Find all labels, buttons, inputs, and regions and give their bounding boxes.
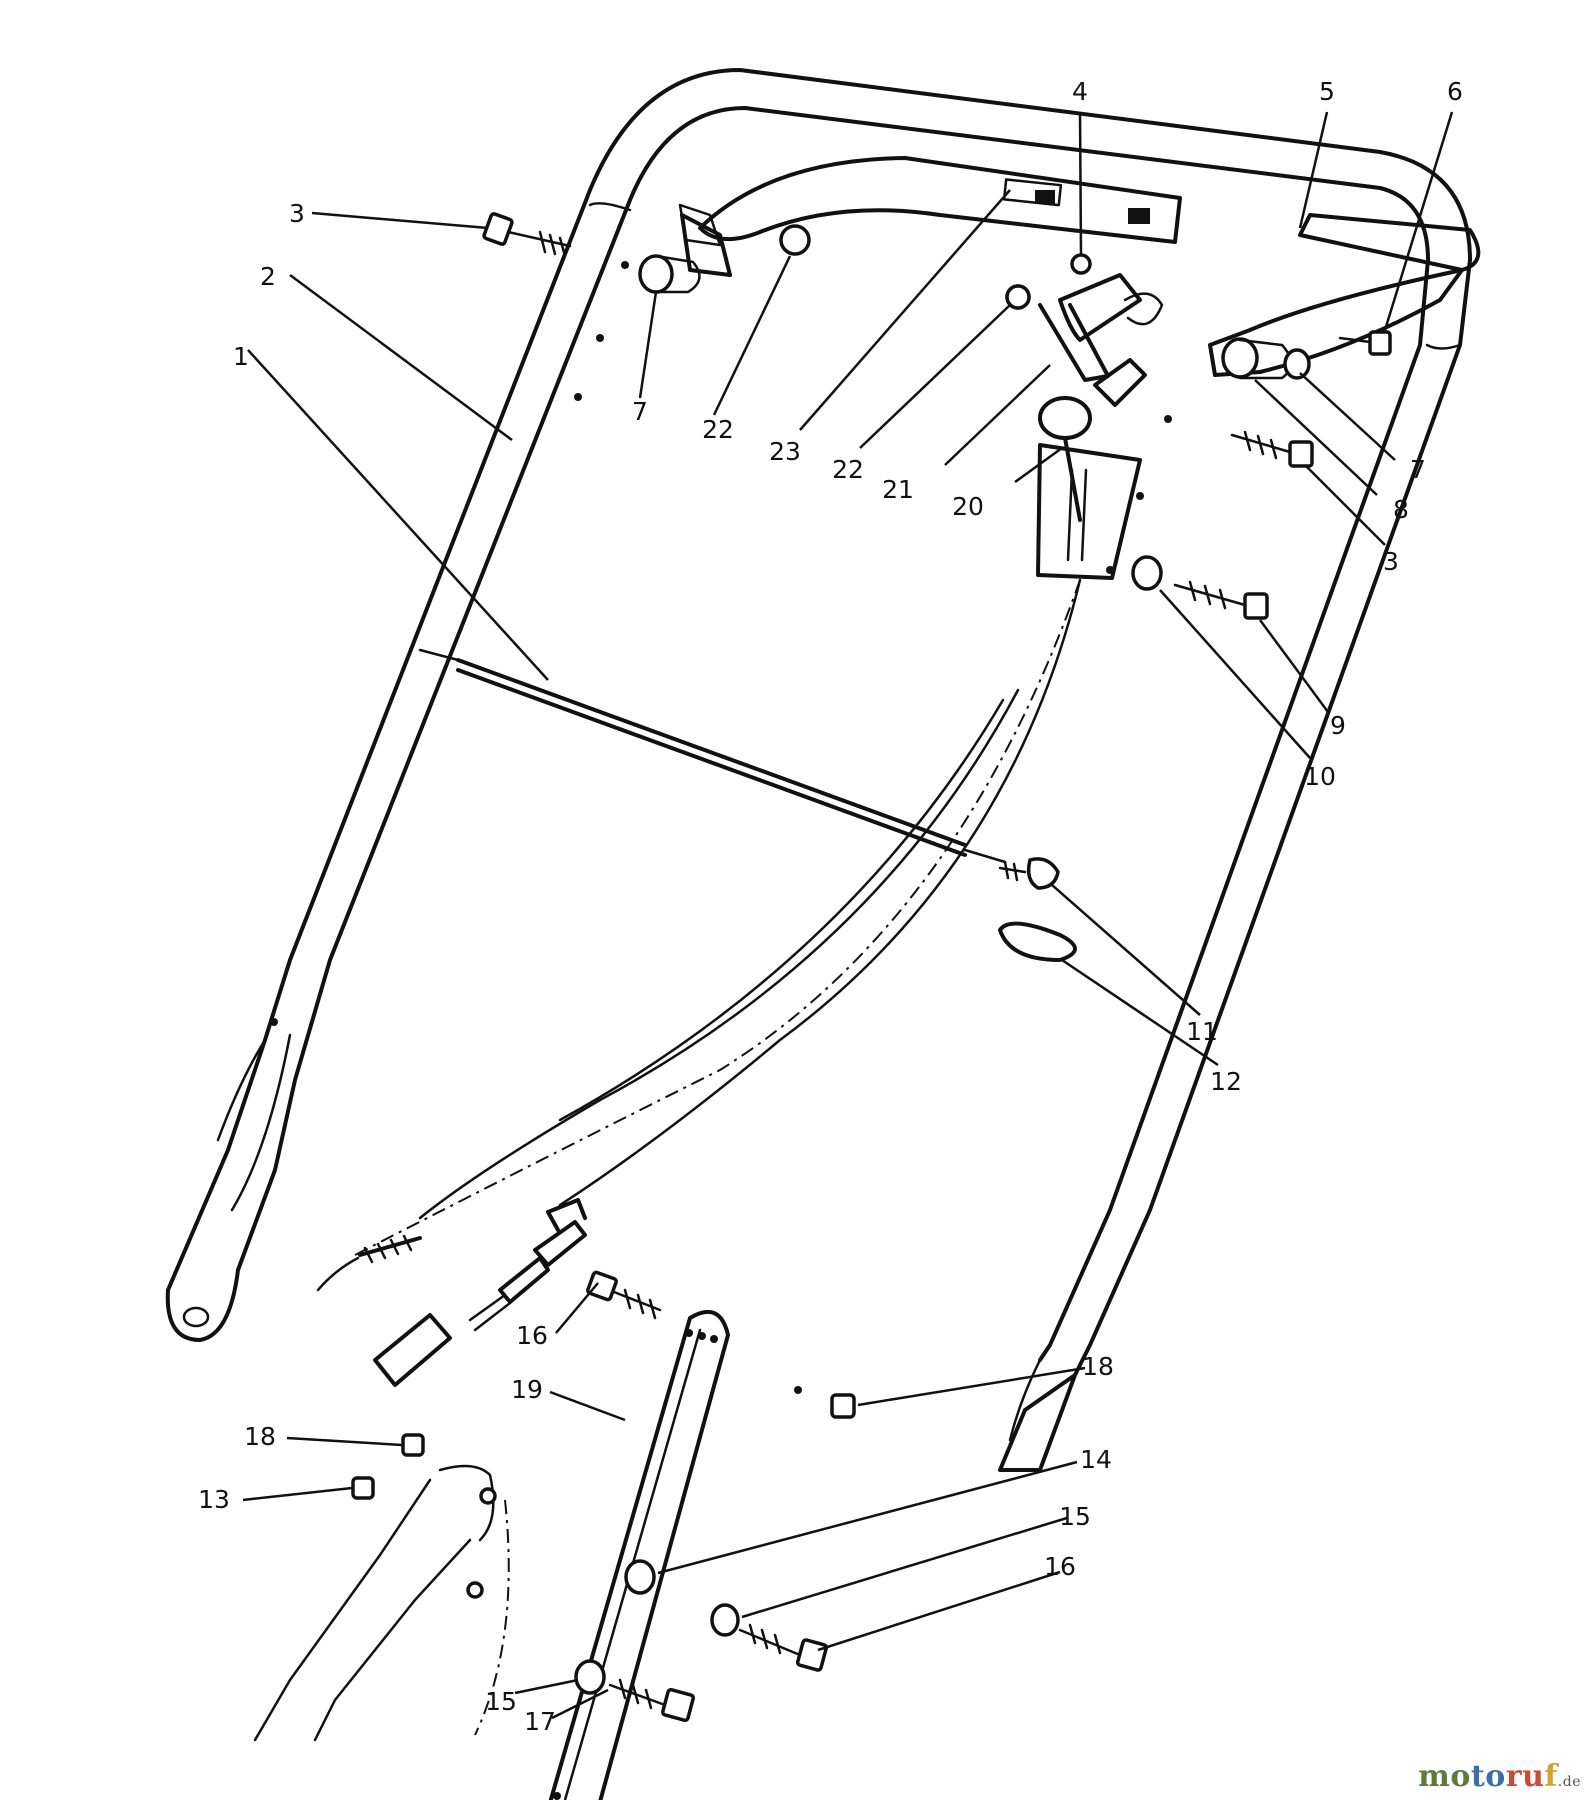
bolt-3-left (482, 212, 572, 258)
callout-16: 16 (516, 1321, 548, 1350)
upper-handle (165, 68, 1472, 1472)
leader-lines (242, 111, 1454, 1720)
callout-20: 20 (952, 492, 984, 521)
spacer-7-right (1221, 337, 1311, 380)
bracket (1005, 253, 1164, 382)
cross-bar (418, 648, 1007, 864)
callout-22: 22 (702, 415, 734, 444)
callout-13: 13 (198, 1485, 230, 1514)
spacer-7-left (638, 254, 701, 294)
bolt-3-right (1230, 430, 1314, 468)
bolt-9 (1173, 580, 1269, 620)
callout-10: 10 (1304, 762, 1336, 791)
bolt-6 (1338, 330, 1392, 356)
callout-18: 18 (244, 1422, 276, 1451)
handle-console (678, 156, 1182, 277)
callout-7: 7 (1410, 455, 1426, 484)
callout-labels: 1 2 3 3 4 5 6 7 7 8 9 10 11 12 13 14 15 … (198, 77, 1463, 1736)
nut-18-left (401, 1433, 425, 1457)
callout-23: 23 (769, 437, 801, 466)
callout-16: 16 (1044, 1552, 1076, 1581)
watermark-tld: .de (1557, 1774, 1581, 1790)
watermark-logo: motoruf.de (1418, 1759, 1581, 1794)
bolt-17 (608, 1678, 695, 1722)
callout-15: 15 (485, 1687, 517, 1716)
washer-10 (1131, 555, 1163, 591)
control-cables (354, 578, 1082, 1256)
callout-22: 22 (832, 455, 864, 484)
callout-17: 17 (524, 1707, 556, 1736)
cable-fittings (316, 1198, 587, 1387)
callout-19: 19 (511, 1375, 543, 1404)
callout-18: 18 (1082, 1352, 1114, 1381)
callout-2: 2 (260, 262, 276, 291)
callout-11: 11 (1186, 1017, 1218, 1046)
cable-clip-12 (998, 921, 1077, 962)
bolt-16-lower (738, 1623, 829, 1672)
washer-15-right (710, 1603, 740, 1637)
callout-6: 6 (1447, 77, 1463, 106)
callout-12: 12 (1210, 1067, 1242, 1096)
bolt-16-upper (586, 1270, 662, 1320)
callout-3: 3 (289, 199, 305, 228)
deck-bracket (253, 1464, 510, 1742)
callout-9: 9 (1330, 711, 1346, 740)
callout-3: 3 (1383, 547, 1399, 576)
callout-8: 8 (1393, 495, 1409, 524)
throttle-control (1036, 358, 1147, 580)
callout-14: 14 (1080, 1445, 1112, 1474)
nut-22-left (779, 224, 811, 256)
callout-4: 4 (1072, 77, 1088, 106)
hardware (351, 212, 1392, 1722)
knob-11 (998, 857, 1060, 890)
nut-22-right (1005, 284, 1031, 310)
nut-18-right (830, 1393, 856, 1419)
callout-7: 7 (632, 397, 648, 426)
washer-14 (624, 1559, 656, 1595)
callout-1: 1 (233, 342, 249, 371)
washer-15-left (574, 1659, 606, 1695)
callout-21: 21 (882, 475, 914, 504)
callout-5: 5 (1319, 77, 1335, 106)
callout-15: 15 (1059, 1502, 1091, 1531)
lower-handle (548, 1309, 730, 1800)
nut-13 (351, 1476, 375, 1500)
